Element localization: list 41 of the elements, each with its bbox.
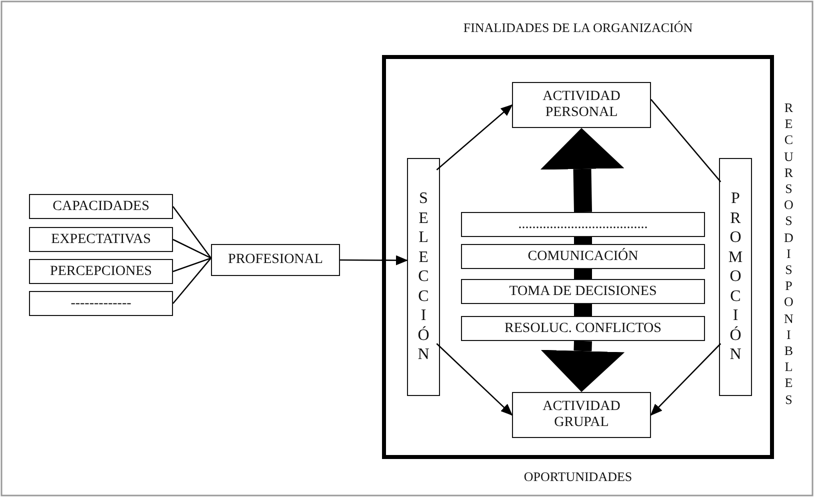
box-label: PROMOCIÓN bbox=[728, 189, 743, 365]
stage-box bbox=[407, 158, 440, 396]
arrow bbox=[650, 343, 722, 416]
block-arrow bbox=[540, 340, 625, 392]
box-label: ACTIVIDAD GRUPAL bbox=[542, 399, 622, 431]
process-box bbox=[512, 82, 651, 128]
connector-line bbox=[172, 257, 212, 272]
box-label: SELECCIÓN bbox=[418, 189, 430, 365]
arrow bbox=[340, 255, 408, 266]
box-label: ------------- bbox=[70, 296, 132, 312]
arrow bbox=[436, 104, 513, 170]
process-box bbox=[211, 244, 340, 276]
process-box bbox=[29, 259, 173, 284]
process-box bbox=[29, 227, 173, 252]
connector-line bbox=[650, 99, 722, 182]
box-label: RESOLUC. CONFLICTOS bbox=[504, 320, 662, 336]
connector-line bbox=[172, 258, 212, 304]
frame-label: OPORTUNIDADES bbox=[522, 469, 634, 485]
process-box bbox=[29, 291, 173, 316]
box-label: TOMA DE DECISIONES bbox=[509, 284, 657, 300]
block-arrow bbox=[540, 128, 624, 212]
box-label: PROFESIONAL bbox=[228, 252, 323, 268]
process-box bbox=[461, 244, 705, 269]
connector-line bbox=[172, 206, 212, 258]
box-label: COMUNICACIÓN bbox=[528, 248, 638, 264]
process-box bbox=[461, 316, 705, 341]
frame-box bbox=[382, 55, 774, 459]
stage-box bbox=[719, 158, 752, 396]
box-label: CAPACIDADES bbox=[52, 198, 150, 214]
connector-line bbox=[172, 238, 212, 259]
side-label: RECURSOS DISPONIBLES bbox=[784, 100, 794, 408]
process-box bbox=[512, 392, 651, 438]
arrow bbox=[436, 343, 513, 416]
box-label: PERCEPCIONES bbox=[50, 264, 152, 280]
frame-label: FINALIDADES DE LA ORGANIZACIÓN bbox=[462, 20, 694, 36]
process-box bbox=[29, 194, 173, 219]
process-box bbox=[461, 279, 705, 304]
box-label: EXPECTATIVAS bbox=[51, 232, 151, 248]
box-label: ..................................... bbox=[518, 216, 648, 232]
box-label: ACTIVIDAD PERSONAL bbox=[542, 89, 622, 121]
process-box bbox=[461, 212, 705, 237]
